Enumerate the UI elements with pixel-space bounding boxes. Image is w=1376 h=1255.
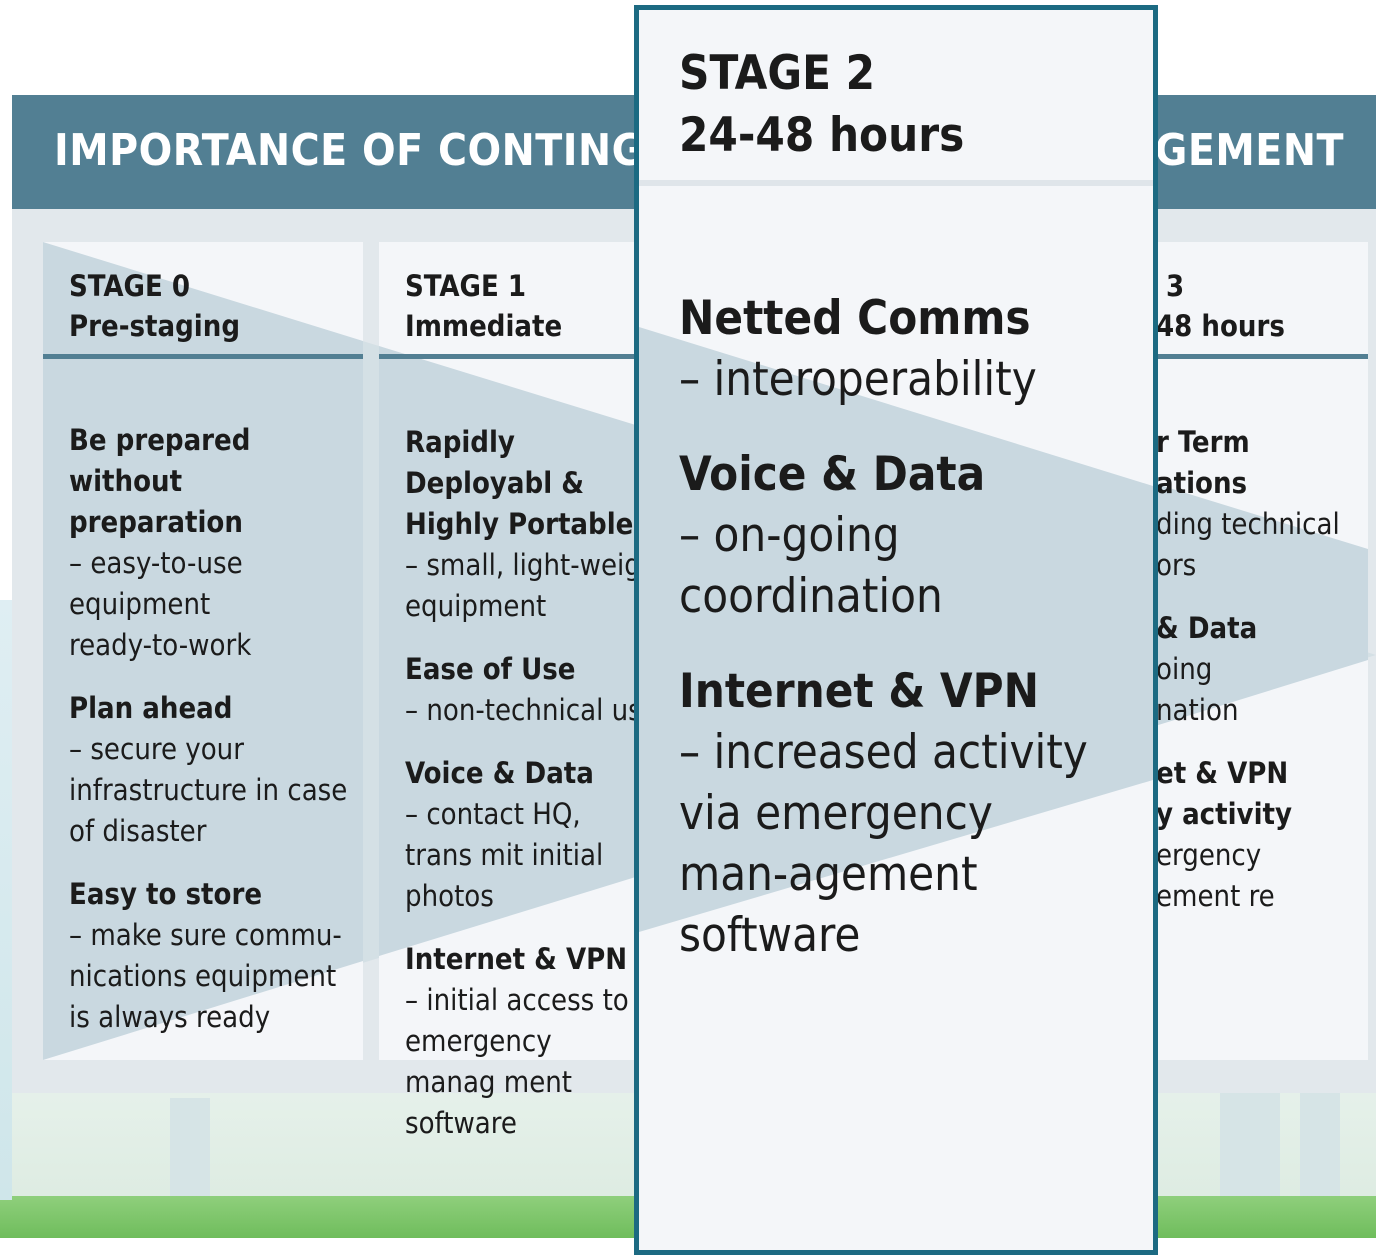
stage-2-item-heading: Internet & VPN bbox=[679, 664, 1040, 719]
stage-2-item-detail: – interoperability bbox=[679, 352, 1037, 407]
stage-0-item: Easy to store – make sure commu-nication… bbox=[69, 874, 369, 1038]
stage-3-item-detail: oing nation bbox=[1156, 652, 1239, 727]
stage-2-title: STAGE 2 bbox=[679, 46, 876, 101]
stage-2-item: Voice & Data – on-going coordination bbox=[679, 444, 1149, 627]
stage-1-title: STAGE 1 bbox=[405, 269, 526, 303]
stage-1-item-detail: – small, light-weig equipment bbox=[405, 548, 639, 623]
stage-1-item-detail: – initial access to emergency manag ment… bbox=[405, 983, 629, 1140]
side-strip bbox=[0, 600, 12, 1200]
stage-2-content: Netted Comms – interoperability Voice & … bbox=[679, 288, 1149, 1000]
stage-0-item-detail: – secure your infrastructure in case of … bbox=[69, 732, 348, 848]
stage-0-item-detail: – make sure commu-nications equipment is… bbox=[69, 918, 342, 1034]
stage-3-item: & Data oing nation bbox=[1156, 608, 1368, 731]
stage-2-subtitle: 24-48 hours bbox=[679, 108, 965, 163]
stage-1-content: Rapidly Deployabl & Highly Portable – sm… bbox=[405, 422, 639, 1166]
stage-3-header: 3 48 hours bbox=[1052, 242, 1368, 359]
stage-3-item: r Term ations ding technical ors bbox=[1156, 422, 1368, 586]
stage-0-background bbox=[43, 242, 363, 1060]
stage-1-item: Rapidly Deployabl & Highly Portable – sm… bbox=[405, 422, 639, 627]
stage-2-highlight-card: STAGE 2 24-48 hours Netted Comms – inter… bbox=[634, 5, 1158, 1255]
stage-3-content: r Term ations ding technical ors & Data … bbox=[1156, 422, 1368, 939]
stage-1-item-heading: Rapidly Deployabl & Highly Portable bbox=[405, 425, 634, 541]
stage-3-item: et & VPN y activity ergency ement re bbox=[1156, 753, 1368, 917]
stage-1-background bbox=[379, 242, 639, 1060]
stage-2-item-heading: Voice & Data bbox=[679, 447, 986, 502]
stage-0-item: Be prepared without preparation – easy-t… bbox=[69, 420, 369, 666]
stage-3-item-detail: ergency ement re bbox=[1156, 838, 1275, 913]
stage-2-item-detail: – on-going coordination bbox=[679, 508, 943, 624]
stage-0-card: STAGE 0 Pre-staging Be prepared without … bbox=[43, 242, 363, 1060]
stage-0-title: STAGE 0 bbox=[69, 269, 190, 303]
stage-3-item-detail: ding technical ors bbox=[1156, 507, 1340, 582]
stage-2-item: Netted Comms – interoperability bbox=[679, 288, 1149, 410]
stage-0-item-heading: Plan ahead bbox=[69, 691, 233, 725]
stage-1-item-heading: Internet & VPN bbox=[405, 942, 628, 976]
stage-3-subtitle: 48 hours bbox=[1156, 309, 1285, 343]
stage-1-item: Ease of Use – non-technical us bbox=[405, 649, 639, 731]
stage-3-item-heading: et & VPN y activity bbox=[1156, 756, 1292, 831]
stage-0-item-heading: Be prepared without preparation bbox=[69, 423, 251, 539]
stage-1-header: STAGE 1 Immediate bbox=[379, 242, 639, 359]
stage-2-item: Internet & VPN – increased activity via … bbox=[679, 661, 1149, 966]
stage-3-item-heading: & Data bbox=[1156, 611, 1258, 645]
stage-1-subtitle: Immediate bbox=[405, 309, 563, 343]
stage-1-card: STAGE 1 Immediate Rapidly Deployabl & Hi… bbox=[379, 242, 639, 1140]
stage-3-title: 3 bbox=[1166, 269, 1185, 303]
stage-0-subtitle: Pre-staging bbox=[69, 309, 240, 343]
stage-0-header: STAGE 0 Pre-staging bbox=[43, 242, 363, 359]
stage-2-item-detail: – increased activity via emergency man-a… bbox=[679, 725, 1088, 963]
panel-title-right: AGEMENT bbox=[1123, 125, 1344, 176]
panel-title: IMPORTANCE OF CONTINGEN AGEMENT bbox=[54, 121, 1344, 181]
stage-1-item-detail: – non-technical us bbox=[405, 693, 639, 727]
stage-1-item-detail: – contact HQ, trans mit initial photos bbox=[405, 797, 604, 913]
stage-2-arrow-band bbox=[639, 327, 1153, 932]
stage-0-item-detail: – easy-to-use equipment ready-to-work bbox=[69, 546, 252, 662]
stage-3-item-heading: r Term ations bbox=[1156, 425, 1250, 500]
stage-0-item-heading: Easy to store bbox=[69, 877, 263, 911]
stage-1-item: Internet & VPN – initial access to emerg… bbox=[405, 939, 639, 1144]
stage-1-item: Voice & Data – contact HQ, trans mit ini… bbox=[405, 753, 639, 917]
stage-2-item-heading: Netted Comms bbox=[679, 291, 1031, 346]
stage-1-item-heading: Ease of Use bbox=[405, 652, 576, 686]
stage-0-item: Plan ahead – secure your infrastructure … bbox=[69, 688, 369, 852]
stage-1-item-heading: Voice & Data bbox=[405, 756, 594, 790]
stage-2-header: STAGE 2 24-48 hours bbox=[639, 10, 1153, 186]
panel-title-left: IMPORTANCE OF CONTINGEN bbox=[54, 125, 706, 176]
stage-0-content: Be prepared without preparation – easy-t… bbox=[69, 420, 369, 1060]
